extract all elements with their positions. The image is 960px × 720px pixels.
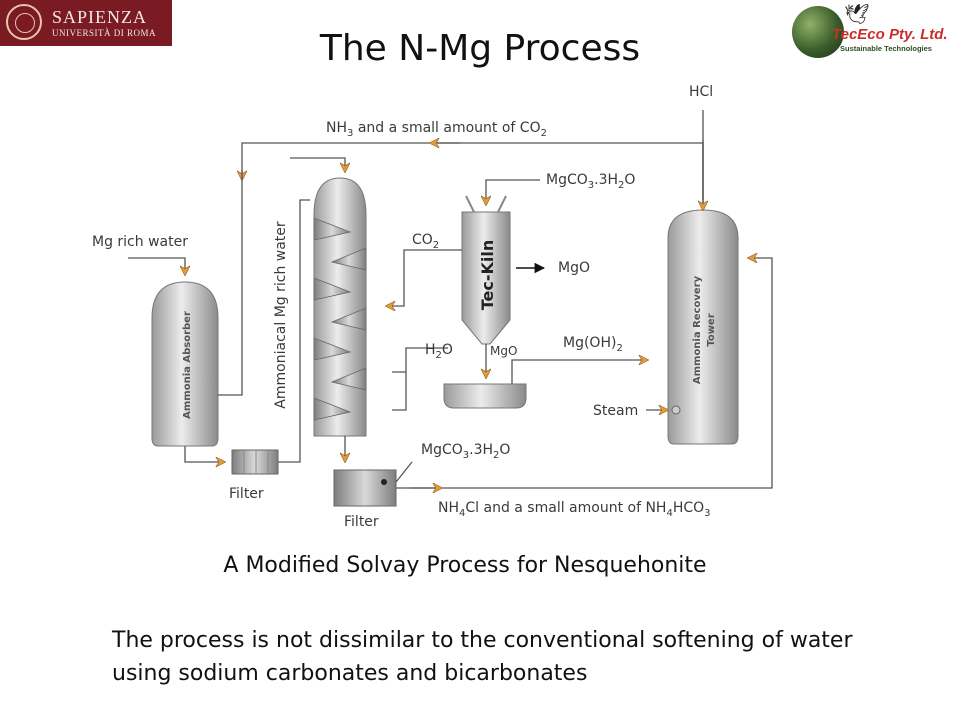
tececo-tagline: Sustainable Technologies [840, 44, 932, 53]
nh3-to-column [290, 157, 345, 172]
slide-caption: The process is not dissimilar to the con… [112, 628, 853, 686]
mg-rich-water-label: Mg rich water [92, 234, 188, 250]
mg-water-line [128, 257, 185, 275]
tec-kiln-vessel [461, 195, 511, 345]
mgo-small-label: MgO [490, 344, 518, 358]
mgo-output-label: MgO [558, 260, 590, 276]
diagram-subtitle: A Modified Solvay Process for Nesquehoni… [223, 553, 707, 578]
university-seal-icon [6, 4, 42, 40]
sapienza-wordmark: SAPIENZA [52, 7, 148, 27]
sapienza-logo: SAPIENZA UNIVERSITÀ DI ROMA [0, 0, 172, 46]
ammonia-recovery-label-1: Ammonia Recovery [692, 275, 703, 384]
ammonia-recovery-tower [667, 209, 739, 445]
co2-label: CO2 [412, 232, 440, 251]
tececo-logo: 🕊 TecEco Pty. Ltd. Sustainable Technolog… [788, 0, 960, 60]
ammonia-recovery-label-2: Tower [706, 313, 717, 346]
slide-title: The N-Mg Process [319, 28, 641, 69]
globe-icon [792, 6, 844, 58]
mgco3-top-label: MgCO3.3H2O [546, 172, 636, 191]
tececo-name: TecEco Pty. Ltd. [832, 26, 948, 43]
ammonia-absorber-label: Ammonia Absorber [182, 311, 193, 419]
tec-kiln-label: Tec-Kiln [478, 240, 497, 311]
ammoniacal-water-label: Ammoniacal Mg rich water [273, 221, 289, 409]
nh4cl-label: NH4Cl and a small amount of NH4HCO3 [438, 500, 711, 519]
carbonation-column [313, 177, 367, 437]
bird-icon: 🕊 [844, 2, 870, 26]
hcl-label: HCl [689, 84, 714, 100]
mgco3-bottom-label: MgCO3.3H2O [421, 442, 511, 461]
steam-label: Steam [593, 403, 639, 419]
mgco3-feed-line [486, 179, 540, 205]
h2o-label: H2O [425, 342, 453, 361]
filter-bottom [333, 469, 397, 507]
mgoh2-line [511, 360, 648, 384]
mgoh2-label: Mg(OH)2 [563, 335, 623, 354]
filter-bottom-label: Filter [344, 514, 379, 530]
filter-left-label: Filter [229, 486, 264, 502]
sapienza-subtitle: UNIVERSITÀ DI ROMA [52, 28, 156, 38]
nh4cl-line [396, 258, 773, 489]
nh3-label: NH3 and a small amount of CO2 [326, 120, 547, 139]
settling-tank [443, 383, 527, 409]
filter-left [231, 449, 279, 475]
co2-line [386, 249, 462, 306]
ammonia-absorber-vessel [151, 281, 219, 447]
